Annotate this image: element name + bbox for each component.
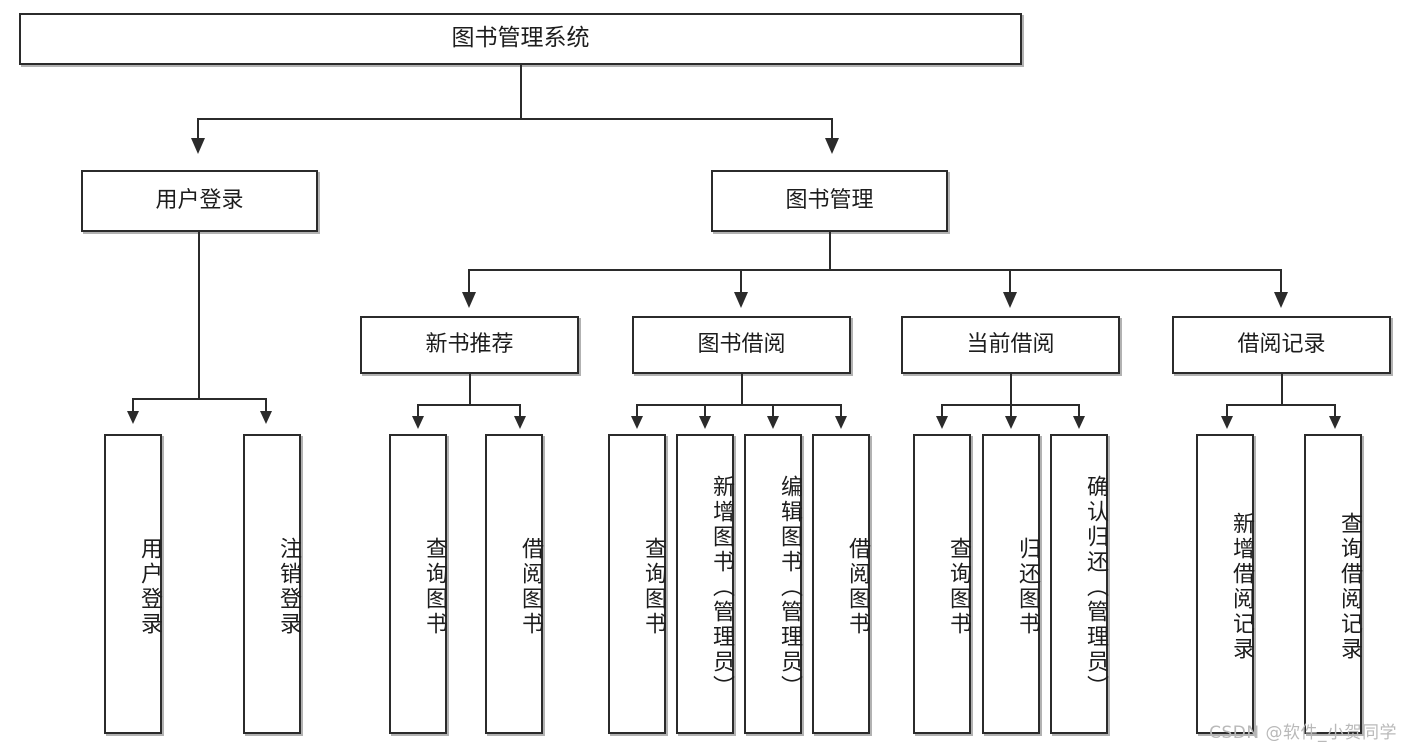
connector-bm-drop-1 <box>468 269 470 293</box>
leaf-return-book[interactable]: 归还图书 <box>982 434 1040 734</box>
arrow-to-book-borrow <box>734 292 748 308</box>
connector-bm-drop-2 <box>740 269 742 293</box>
leaf-logout[interactable]: 注销登录 <box>243 434 301 734</box>
node-new-book-recommend[interactable]: 新书推荐 <box>360 316 579 374</box>
connector-bb-drop-4 <box>840 404 842 418</box>
connector-bb-drop-1 <box>636 404 638 418</box>
arrow-to-new-book <box>462 292 476 308</box>
connector-new-book-drop-2 <box>519 404 521 418</box>
arrow-to-leaf-add-record <box>1221 416 1233 429</box>
arrow-to-leaf-logout <box>260 411 272 424</box>
arrow-to-user-login <box>191 138 205 154</box>
connector-bb-drop-3 <box>772 404 774 418</box>
leaf-borrow-book-borrow[interactable]: 借阅图书 <box>812 434 870 734</box>
arrow-to-leaf-confirm-return <box>1073 416 1085 429</box>
connector-bm-drop-4 <box>1280 269 1282 293</box>
arrow-to-leaf-query-record <box>1329 416 1341 429</box>
connector-user-login-drop-1 <box>132 398 134 413</box>
node-book-management[interactable]: 图书管理 <box>711 170 948 232</box>
arrow-to-leaf-query-book-3 <box>936 416 948 429</box>
arrow-to-book-management <box>825 138 839 154</box>
connector-bm-drop-3 <box>1009 269 1011 293</box>
connector-br-drop-2 <box>1334 404 1336 418</box>
connector-cb-drop-3 <box>1078 404 1080 418</box>
connector-new-book-bus <box>417 404 521 406</box>
leaf-edit-book-admin[interactable]: 编辑图书（管理员） <box>744 434 802 734</box>
connector-book-borrow-stem <box>741 374 743 406</box>
node-book-borrow[interactable]: 图书借阅 <box>632 316 851 374</box>
arrow-to-leaf-query-book-2 <box>631 416 643 429</box>
leaf-user-login[interactable]: 用户登录 <box>104 434 162 734</box>
connector-bb-drop-2 <box>704 404 706 418</box>
arrow-to-leaf-user-login <box>127 411 139 424</box>
leaf-query-book-borrow[interactable]: 查询图书 <box>608 434 666 734</box>
leaf-add-book-admin[interactable]: 新增图书（管理员） <box>676 434 734 734</box>
arrow-to-leaf-add-book <box>699 416 711 429</box>
connector-root-bus <box>197 118 833 120</box>
connector-borrow-record-stem <box>1281 374 1283 406</box>
node-user-login[interactable]: 用户登录 <box>81 170 318 232</box>
connector-borrow-record-bus <box>1226 404 1336 406</box>
connector-current-borrow-stem <box>1010 374 1012 406</box>
connector-user-login-drop-2 <box>265 398 267 413</box>
connector-br-drop-1 <box>1226 404 1228 418</box>
leaf-confirm-return-admin[interactable]: 确认归还（管理员） <box>1050 434 1108 734</box>
connector-root-drop-left <box>197 118 199 140</box>
arrow-to-leaf-borrow-book-1 <box>514 416 526 429</box>
arrow-to-leaf-return-book <box>1005 416 1017 429</box>
node-current-borrow[interactable]: 当前借阅 <box>901 316 1120 374</box>
connector-book-management-bus <box>468 269 1282 271</box>
node-borrow-record[interactable]: 借阅记录 <box>1172 316 1391 374</box>
connector-user-login-stem <box>198 232 200 400</box>
connector-new-book-stem <box>469 374 471 406</box>
connector-root-stem <box>520 65 522 119</box>
arrow-to-leaf-borrow-book-2 <box>835 416 847 429</box>
connector-new-book-drop-1 <box>417 404 419 418</box>
leaf-query-borrow-record[interactable]: 查询借阅记录 <box>1304 434 1362 734</box>
connector-cb-drop-2 <box>1010 404 1012 418</box>
connector-book-borrow-bus <box>636 404 840 406</box>
leaf-query-book-new[interactable]: 查询图书 <box>389 434 447 734</box>
leaf-add-borrow-record[interactable]: 新增借阅记录 <box>1196 434 1254 734</box>
connector-root-drop-right <box>831 118 833 140</box>
arrow-to-borrow-record <box>1274 292 1288 308</box>
leaf-borrow-book-new[interactable]: 借阅图书 <box>485 434 543 734</box>
arrow-to-current-borrow <box>1003 292 1017 308</box>
connector-book-management-stem <box>829 232 831 271</box>
arrow-to-leaf-query-book-1 <box>412 416 424 429</box>
connector-user-login-bus <box>132 398 266 400</box>
leaf-query-book-current[interactable]: 查询图书 <box>913 434 971 734</box>
arrow-to-leaf-edit-book <box>767 416 779 429</box>
connector-cb-drop-1 <box>941 404 943 418</box>
node-root-book-management-system[interactable]: 图书管理系统 <box>19 13 1022 65</box>
